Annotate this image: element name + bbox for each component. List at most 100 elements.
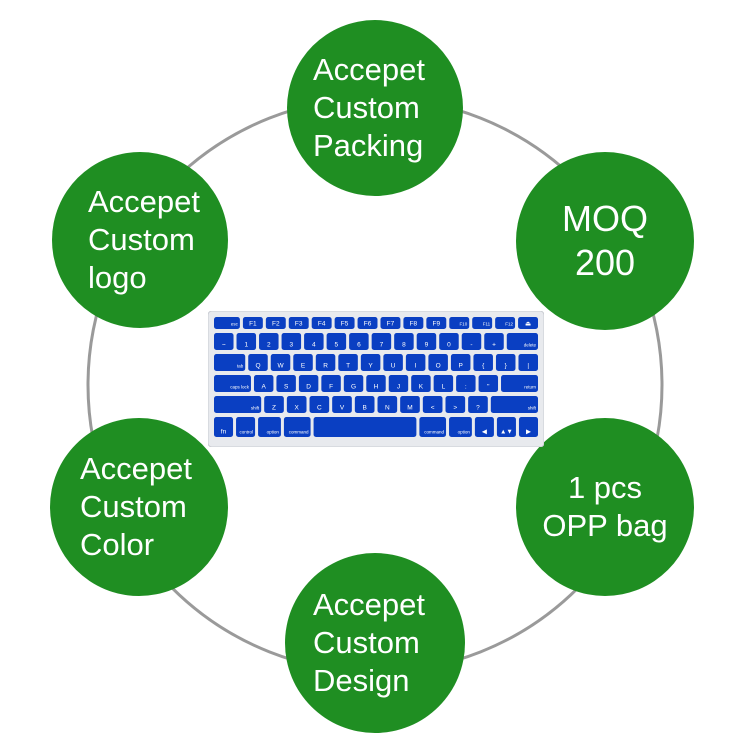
keyboard-key — [439, 333, 459, 350]
keyboard-key — [400, 396, 420, 413]
custom-color-bubble: Accepet Custom Color — [50, 418, 228, 596]
keyboard-key-label: ▲▼ — [500, 429, 513, 436]
keyboard-key-label: tab — [237, 364, 244, 369]
keyboard-key — [264, 396, 284, 413]
keyboard-key-label: S — [284, 384, 289, 391]
keyboard-key-label: ⏏ — [525, 321, 531, 328]
keyboard-key-label: P — [459, 363, 463, 370]
keyboard-key-label: K — [419, 384, 424, 391]
keyboard-key-label: shift — [528, 406, 537, 411]
keyboard-key-label: delete — [524, 343, 537, 348]
keyboard-key-label: R — [323, 363, 328, 370]
keyboard-key — [315, 354, 336, 371]
custom-logo-bubble: Accepet Custom logo — [52, 152, 228, 328]
keyboard-key-label: < — [431, 405, 435, 412]
keyboard-key — [258, 417, 281, 437]
keyboard-key — [422, 396, 443, 413]
keyboard-key — [433, 375, 454, 392]
opp-bag-text: 1 pcs OPP bag — [542, 470, 668, 543]
keyboard-key-label: X — [295, 405, 300, 412]
keyboard-key-label: > — [453, 405, 457, 412]
keyboard-key — [236, 333, 257, 350]
keyboard-key — [377, 396, 398, 413]
keyboard-key — [326, 333, 347, 350]
keyboard-key — [357, 317, 378, 329]
custom-packing-bubble: Accepet Custom Packing — [287, 20, 463, 196]
keyboard-key-label: - — [470, 342, 472, 349]
keyboard-key-label: ~ — [222, 342, 226, 349]
keyboard-key-label: shift — [251, 406, 260, 411]
keyboard-key-label: } — [505, 363, 508, 370]
keyboard-key — [298, 375, 319, 392]
keyboard-key-label: F4 — [318, 321, 326, 328]
keyboard-key-label: Z — [272, 405, 276, 412]
keyboard-key — [484, 333, 504, 350]
keyboard-key-label: Q — [255, 363, 260, 370]
keyboard-key — [380, 317, 401, 329]
keyboard-key — [428, 354, 448, 371]
keyboard-key-label: F12 — [505, 322, 513, 327]
keyboard-key — [416, 333, 437, 350]
keyboard-key-label: O — [436, 363, 441, 370]
keyboard-key-label: F10 — [459, 322, 467, 327]
keyboard-key-label: 0 — [447, 342, 451, 349]
keyboard-key-label: | — [527, 363, 529, 370]
keyboard-key — [332, 396, 352, 413]
keyboard-key — [474, 417, 494, 437]
keyboard-key — [388, 375, 409, 392]
keyboard-key — [214, 396, 262, 413]
keyboard-key — [449, 417, 472, 437]
keyboard-key-label: : — [465, 384, 467, 391]
keyboard-key-label: { — [482, 363, 485, 370]
keyboard-key-label: 4 — [312, 342, 316, 349]
keyboard-key — [518, 417, 538, 437]
keyboard-key — [321, 375, 341, 392]
keyboard-key-label: I — [415, 363, 417, 370]
keyboard-key-label: D — [306, 384, 311, 391]
keyboard-key-label: H — [374, 384, 379, 391]
keyboard-key — [313, 417, 417, 437]
keyboard-key — [248, 354, 268, 371]
keyboard-key-label: F8 — [410, 321, 418, 328]
keyboard-key-label: 1 — [244, 342, 248, 349]
keyboard-key-label: T — [346, 363, 350, 370]
keyboard-key — [259, 333, 279, 350]
moq-bubble: MOQ 200 — [516, 152, 694, 330]
keyboard-key-label: F9 — [433, 321, 441, 328]
keyboard-key — [311, 317, 332, 329]
keyboard-key — [214, 354, 246, 371]
custom-color-text: Accepet Custom Color — [80, 451, 193, 562]
keyboard-key-label: " — [487, 384, 490, 391]
keyboard-key — [371, 333, 392, 350]
keyboard-key-label: B — [362, 405, 366, 412]
keyboard-key-label: W — [277, 363, 284, 370]
keyboard-key — [366, 375, 386, 392]
keyboard-key — [253, 375, 274, 392]
keyboard-key — [411, 375, 431, 392]
keyboard-key-label: J — [397, 384, 400, 391]
keyboard-key — [286, 396, 307, 413]
keyboard-key-label: V — [340, 405, 345, 412]
keyboard-key — [394, 333, 414, 350]
keyboard-key — [456, 375, 476, 392]
keyboard-key — [214, 375, 251, 392]
keyboard-key-label: 9 — [425, 342, 429, 349]
keyboard-key — [360, 354, 381, 371]
keyboard-key — [309, 396, 330, 413]
keyboard-key — [281, 333, 302, 350]
keyboard-key-label: ◀ — [482, 429, 488, 436]
keyboard-key — [445, 396, 466, 413]
keyboard-key — [288, 317, 309, 329]
keyboard-key — [283, 417, 311, 437]
keyboard-key — [293, 354, 313, 371]
keyboard-key — [276, 375, 296, 392]
keyboard-key — [349, 333, 369, 350]
keyboard-key-label: F2 — [272, 321, 280, 328]
keyboard-key-label: U — [391, 363, 396, 370]
keyboard-key — [405, 354, 426, 371]
keyboard-key — [506, 333, 538, 350]
keyboard-key-label: fn — [221, 429, 227, 436]
keyboard-key — [461, 333, 482, 350]
keyboard-key-label: F7 — [387, 321, 395, 328]
keyboard-key — [496, 417, 516, 437]
